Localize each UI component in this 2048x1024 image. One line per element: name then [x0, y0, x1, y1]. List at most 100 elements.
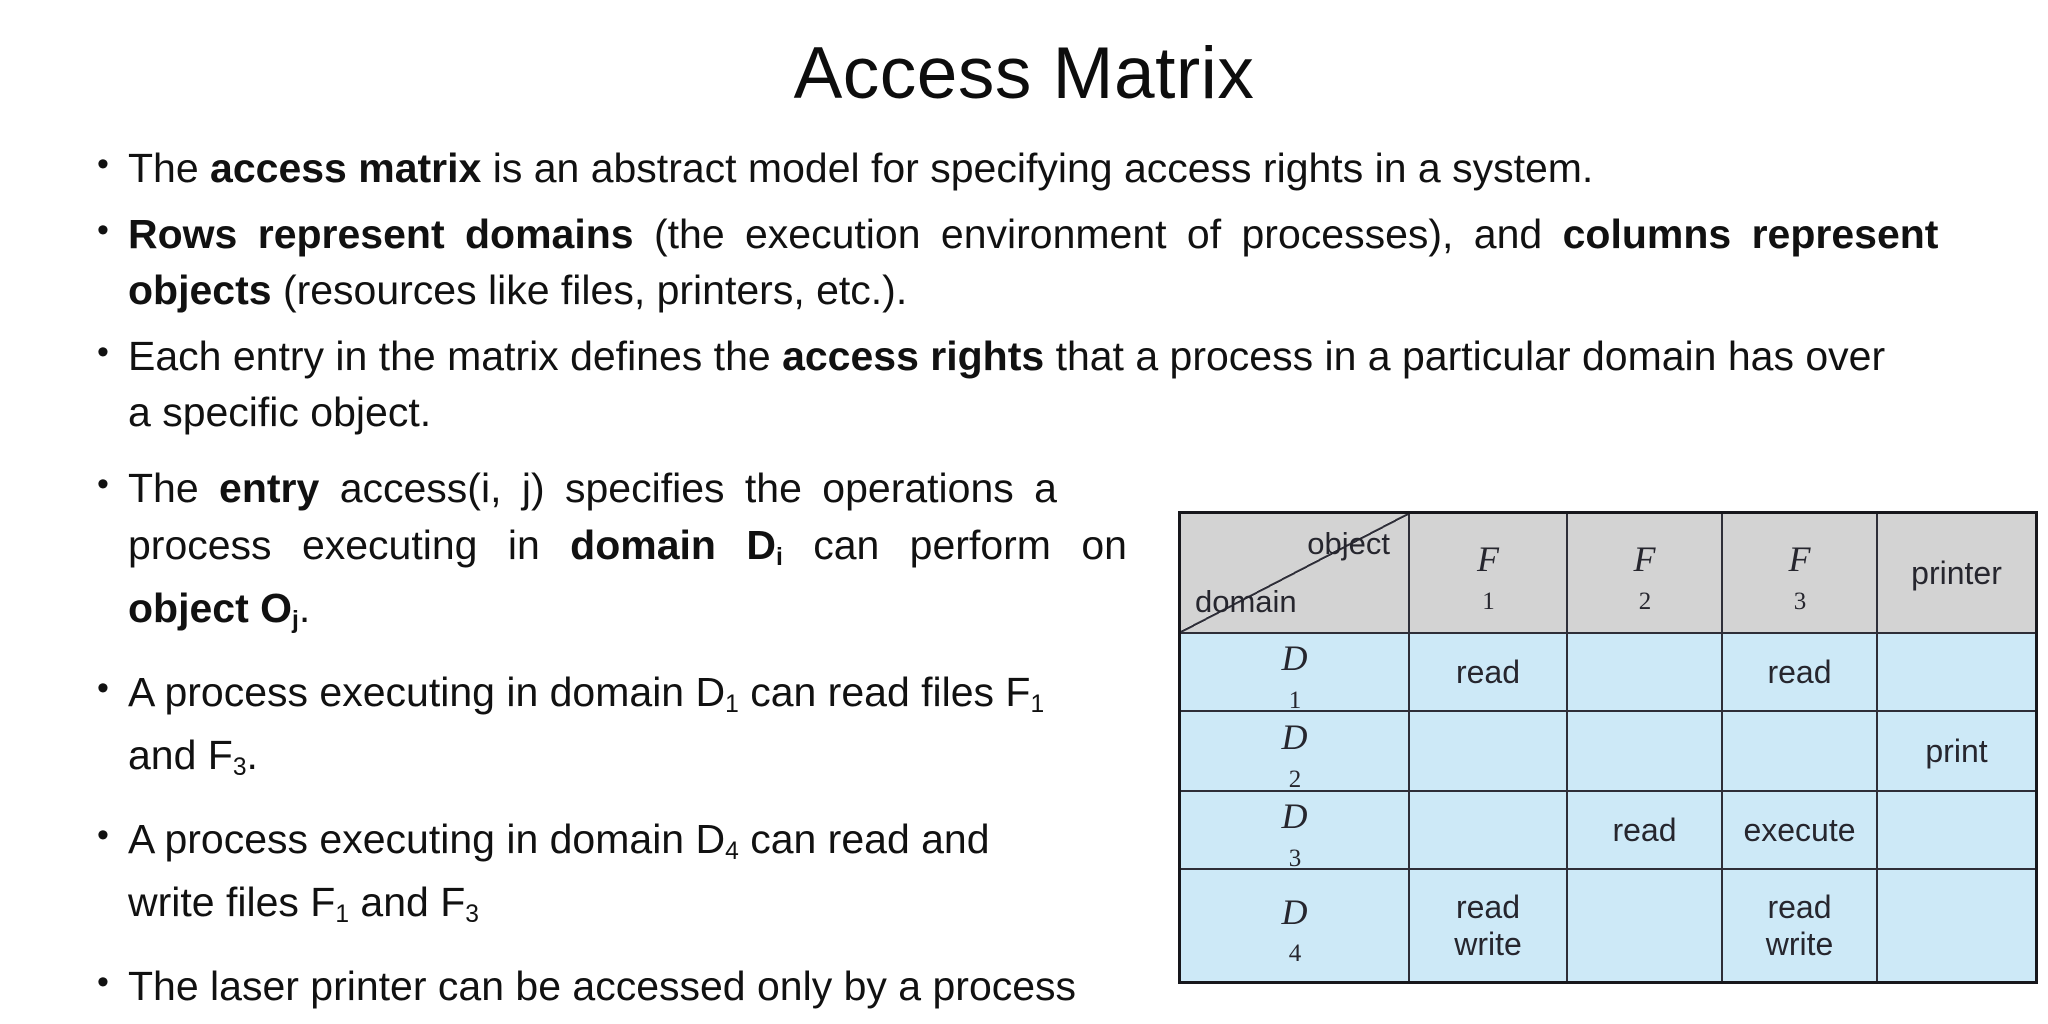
matrix-cell: read: [1568, 792, 1723, 870]
text-segment: and F: [128, 732, 233, 778]
bullet-item: The laser printer can be accessed only b…: [95, 954, 1143, 1024]
matrix-cell-text: write: [1765, 925, 1834, 962]
symbol-letter: D: [1281, 638, 1308, 678]
bullet-line: Rows represent domains (the execution en…: [128, 206, 1975, 262]
bullet-line: process executing in domain Di can perfo…: [128, 517, 1143, 580]
text-segment: columns represent: [1562, 211, 1939, 257]
text-segment: .: [547, 1020, 558, 1024]
text-segment: (resources like files, printers, etc.).: [271, 267, 908, 313]
bullet-line: The access matrix is an abstract model f…: [128, 140, 1975, 196]
matrix-cell: print: [1878, 712, 2035, 792]
text-segment: can perform on: [782, 522, 1127, 568]
matrix-cell: [1568, 634, 1723, 712]
bullet-line: executing in domain D2.: [128, 1015, 1143, 1024]
text-segment: 3: [465, 901, 479, 929]
text-segment: i: [775, 544, 783, 572]
matrix-cell: read: [1410, 634, 1568, 712]
symbol-subscript: 1: [1482, 587, 1495, 615]
text-segment: 1: [335, 901, 349, 929]
matrix-cell: [1878, 792, 2035, 870]
matrix-cell: [1410, 792, 1568, 870]
bullet-item: A process executing in domain D4 can rea…: [95, 807, 1143, 937]
matrix-cell-text: read: [1767, 653, 1832, 690]
bullet-list-left: The entry access(i, j) specifies the ope…: [95, 456, 1143, 1024]
matrix-cell: [1723, 712, 1878, 792]
symbol-letter: D: [1281, 796, 1308, 836]
symbol-letter: F: [1633, 539, 1656, 579]
text-segment: and F: [349, 879, 466, 925]
text-segment: The: [128, 465, 220, 511]
bullet-line: write files F1 and F3: [128, 874, 1143, 937]
symbol-subscript: 3: [1793, 587, 1807, 615]
text-segment: executing in domain D: [128, 1020, 534, 1024]
corner-object-label: object: [1307, 526, 1390, 561]
symbol-letter: F: [1477, 539, 1499, 579]
text-segment: The: [128, 145, 211, 191]
matrix-cell: read: [1723, 634, 1878, 712]
symbol-subscript: 2: [1638, 587, 1652, 615]
matrix-cell-text: read: [1455, 653, 1521, 690]
text-segment: 1: [1030, 691, 1045, 719]
text-segment: a specific object.: [128, 389, 432, 435]
text-segment: .: [246, 732, 258, 778]
matrix-cell-text: read: [1767, 888, 1832, 925]
text-segment: access rights: [782, 333, 1045, 379]
symbol-letter: F: [1788, 539, 1811, 579]
text-segment: (the execution environment of processes)…: [633, 211, 1563, 257]
matrix-cell: [1878, 870, 2035, 981]
table-corner-cell: object domain: [1181, 514, 1410, 634]
column-header-label: printer: [1911, 554, 2002, 591]
text-segment: is an abstract model for specifying acce…: [481, 145, 1594, 191]
text-segment: Each entry in the matrix defines the: [128, 333, 783, 379]
bullet-item: The access matrix is an abstract model f…: [95, 136, 1975, 196]
text-segment: j: [292, 607, 299, 635]
text-segment: The laser printer can be accessed only b…: [128, 963, 1077, 1009]
corner-domain-label: domain: [1195, 584, 1297, 619]
bullet-line: objects (resources like files, printers,…: [128, 262, 1975, 318]
bullet-line: The laser printer can be accessed only b…: [128, 958, 1143, 1015]
text-segment: entry: [219, 465, 320, 511]
matrix-cell: [1568, 870, 1723, 981]
matrix-cell-text: read: [1612, 811, 1677, 848]
symbol-subscript: 1: [1288, 686, 1302, 714]
text-segment: access(i, j) specifies the operations a: [319, 465, 1057, 511]
text-segment: objects: [128, 267, 272, 313]
slide-title: Access Matrix: [793, 33, 1255, 114]
text-segment: A process executing in domain D: [128, 816, 726, 862]
bullet-line: and F3.: [128, 727, 1143, 790]
matrix-cell: [1568, 712, 1723, 792]
text-segment: access matrix: [210, 145, 482, 191]
text-segment: 4: [725, 838, 739, 866]
bullet-item: Each entry in the matrix defines the acc…: [95, 324, 1975, 440]
matrix-cell: execute: [1723, 792, 1878, 870]
text-segment: 1: [725, 691, 739, 719]
symbol-subscript: 4: [1288, 940, 1302, 967]
text-segment: A process executing in domain D: [128, 669, 726, 715]
symbol-letter: D: [1281, 891, 1308, 932]
text-segment: process executing in: [128, 522, 571, 568]
matrix-cell-text: execute: [1743, 811, 1856, 848]
text-segment: .: [298, 585, 311, 631]
bullet-line: Each entry in the matrix defines the acc…: [128, 328, 1975, 384]
bullet-line: A process executing in domain D4 can rea…: [128, 811, 1143, 874]
bullet-list-full: The access matrix is an abstract model f…: [95, 136, 1975, 450]
matrix-cell-text: write: [1454, 925, 1522, 962]
symbol-letter: D: [1281, 717, 1308, 757]
column-header: printer: [1878, 514, 2035, 634]
bullet-line: A process executing in domain D1 can rea…: [128, 664, 1143, 727]
text-segment: 3: [232, 754, 247, 782]
text-segment: Rows represent domains: [128, 211, 634, 257]
matrix-cell-text: read: [1455, 888, 1521, 925]
symbol-subscript: 2: [1288, 765, 1302, 793]
